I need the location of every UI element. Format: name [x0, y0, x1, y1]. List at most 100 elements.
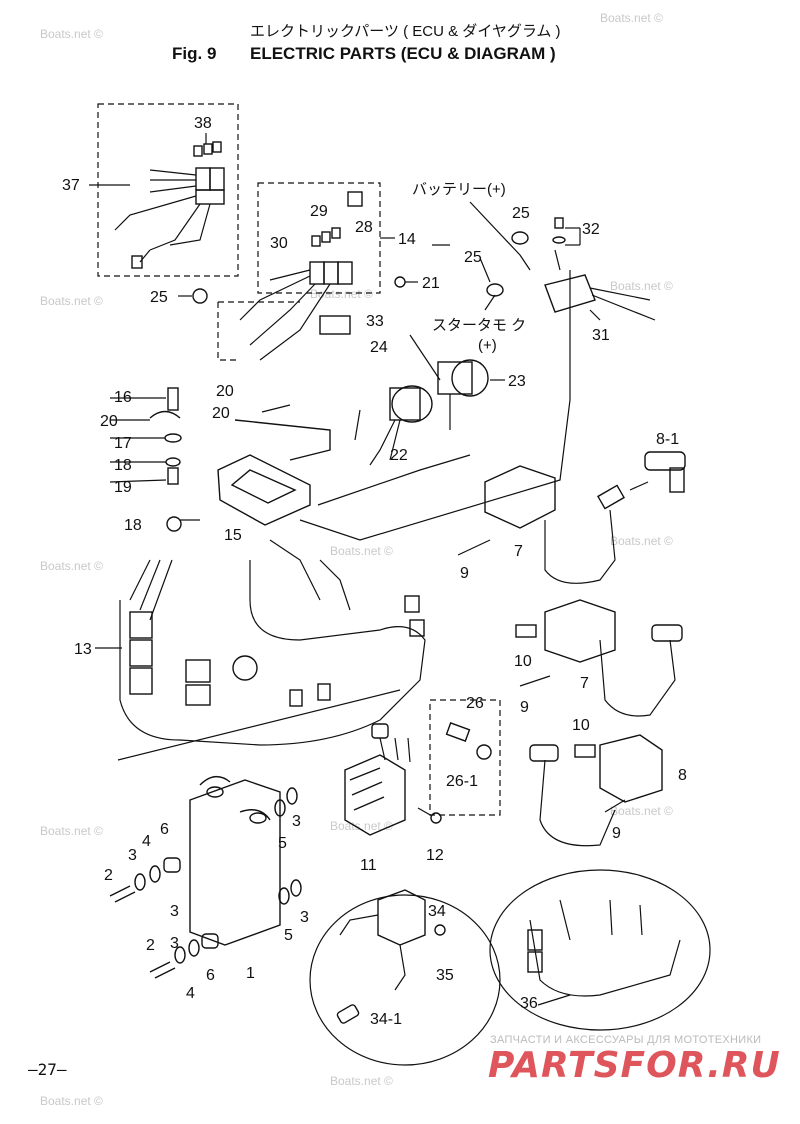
- battery-terminals: [469, 201, 656, 321]
- ecu-fasteners: [109, 787, 302, 979]
- label-13: 13: [74, 641, 92, 658]
- label-34-1: 34-1: [370, 1011, 402, 1028]
- label-20-b: 20: [212, 405, 230, 422]
- label-34: 34: [428, 903, 446, 920]
- footer-tagline: ЗАПЧАСТИ И АКСЕССУАРЫ ДЛЯ МОТОТЕХНИКИ: [490, 1034, 762, 1046]
- label-38: 38: [194, 115, 212, 132]
- label-25-a: 25: [150, 289, 168, 306]
- clamp-25-a: [178, 288, 208, 304]
- battery-label: バッテリー(+): [412, 181, 506, 198]
- label-3-b: 3: [292, 813, 301, 830]
- label-5-a: 5: [278, 835, 287, 852]
- watermarks: Boats.net © Boats.net © Boats.net © Boat…: [40, 11, 673, 1108]
- label-37: 37: [62, 177, 80, 194]
- label-6-a: 6: [160, 821, 169, 838]
- label-32: 32: [582, 221, 600, 238]
- label-2-b: 2: [146, 937, 155, 954]
- label-25-c: 25: [464, 249, 482, 266]
- label-1: 1: [246, 965, 255, 982]
- group-box-14: [257, 182, 381, 294]
- rectifier-11: [344, 723, 442, 836]
- pulser-34: [336, 889, 446, 1024]
- page-number: —27—: [28, 1060, 67, 1079]
- group-box-26: [429, 699, 501, 816]
- label-8-1: 8-1: [656, 431, 679, 448]
- label-3-a: 3: [128, 847, 137, 864]
- watermark-text: Boats.net ©: [610, 804, 673, 818]
- label-7-b: 7: [580, 675, 589, 692]
- label-18-b: 18: [124, 517, 142, 534]
- title-japanese: エレクトリックパーツ ( ECU & ダイヤグラム ): [250, 23, 561, 40]
- sender-26: [445, 722, 492, 760]
- watermark-text: Boats.net ©: [330, 1074, 393, 1088]
- watermark-text: Boats.net ©: [610, 279, 673, 293]
- label-18-a: 18: [114, 457, 132, 474]
- starter-label: スタータモ ク: [432, 317, 526, 334]
- watermark-text: Boats.net ©: [330, 819, 393, 833]
- watermark-text: Boats.net ©: [40, 294, 103, 308]
- figure-number: Fig. 9: [172, 44, 217, 63]
- label-16: 16: [114, 389, 132, 406]
- label-5-b: 5: [284, 927, 293, 944]
- label-10-b: 10: [572, 717, 590, 734]
- label-25-b: 25: [512, 205, 530, 222]
- connector-assembly-37: [89, 133, 225, 269]
- label-8: 8: [678, 767, 687, 784]
- label-4-b: 4: [186, 985, 195, 1002]
- group-box-37: [97, 103, 239, 277]
- label-35: 35: [436, 967, 454, 984]
- connector-assembly-14: [239, 191, 395, 361]
- watermark-text: Boats.net ©: [330, 544, 393, 558]
- label-24: 24: [370, 339, 388, 356]
- watermark-text: Boats.net ©: [40, 27, 103, 41]
- ignition-coil-8: [529, 734, 663, 847]
- watermark-text: Boats.net ©: [40, 824, 103, 838]
- label-3-c: 3: [170, 903, 179, 920]
- label-26: 26: [466, 695, 484, 712]
- relay-23: [409, 334, 489, 430]
- harness-36: [527, 899, 681, 1006]
- label-36: 36: [520, 995, 538, 1012]
- label-28: 28: [355, 219, 373, 236]
- label-30: 30: [270, 235, 288, 252]
- label-14: 14: [398, 231, 416, 248]
- label-3-e: 3: [170, 935, 179, 952]
- label-21: 21: [422, 275, 440, 292]
- title-english: ELECTRIC PARTS (ECU & DIAGRAM ): [250, 44, 556, 63]
- label-9-b: 9: [520, 699, 529, 716]
- watermark-text: Boats.net ©: [40, 1094, 103, 1108]
- label-19: 19: [114, 479, 132, 496]
- ignition-coil-7-a: [457, 465, 625, 584]
- bracket-15: [217, 419, 331, 526]
- callout-labels: 38 37 29 28 30 14 21 25 33 24 23 22 20 2…: [62, 115, 687, 1028]
- label-15: 15: [224, 527, 242, 544]
- fastener-stack-16-19: [149, 387, 182, 532]
- label-11: 11: [360, 857, 377, 874]
- label-3-d: 3: [300, 909, 309, 926]
- label-22: 22: [390, 447, 408, 464]
- ecu-1: [189, 776, 281, 946]
- watermark-text: Boats.net ©: [40, 559, 103, 573]
- label-10-a: 10: [514, 653, 532, 670]
- label-4-a: 4: [142, 833, 151, 850]
- detail-oval-36: [489, 869, 711, 1031]
- label-33: 33: [366, 313, 384, 330]
- detail-oval-34: [309, 894, 501, 1066]
- starter-plus-label: (+): [478, 337, 497, 354]
- relay-22: [354, 385, 433, 466]
- label-23: 23: [508, 373, 526, 390]
- label-26-1: 26-1: [446, 773, 478, 790]
- brand-logo: PARTSFOR.RU: [488, 1045, 781, 1086]
- label-9-c: 9: [612, 825, 621, 842]
- watermark-text: Boats.net ©: [310, 287, 373, 301]
- watermark-text: Boats.net ©: [610, 534, 673, 548]
- wire-harness-13: [95, 519, 426, 761]
- screw-21: [394, 276, 418, 288]
- label-12: 12: [426, 847, 444, 864]
- label-20-a: 20: [216, 383, 234, 400]
- label-6-b: 6: [206, 967, 215, 984]
- spark-cap-8-1: [629, 451, 686, 493]
- leader-lines: [109, 227, 601, 483]
- label-31: 31: [592, 327, 610, 344]
